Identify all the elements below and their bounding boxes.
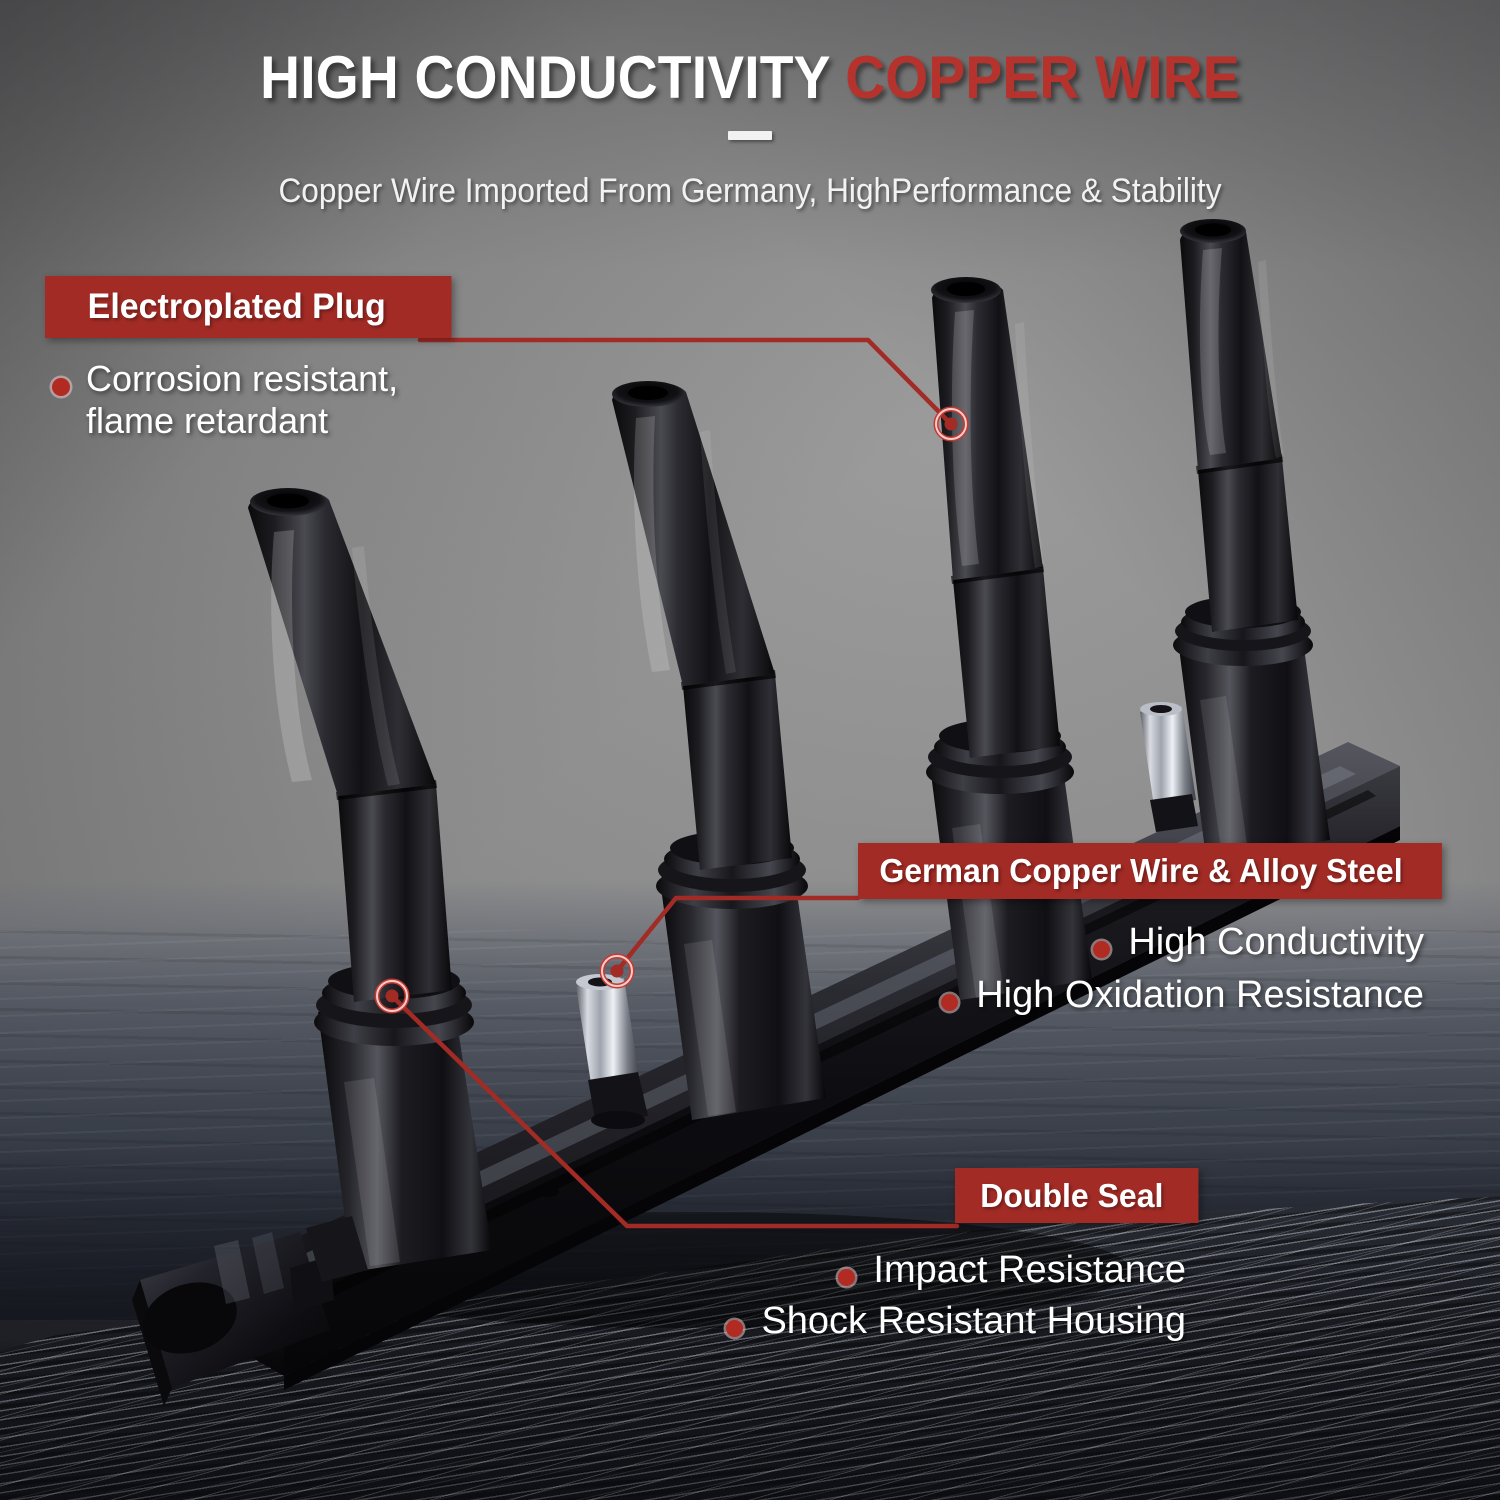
callout-bullets-german: High Conductivity High Oxidation Resista…: [0, 920, 1424, 1026]
leader-line-german: [614, 895, 861, 974]
bullet-text: Impact Resistance: [873, 1249, 1186, 1291]
bullet-row: Shock Resistant Housing: [0, 1299, 1186, 1344]
title-red-part: COPPER WIRE: [845, 44, 1240, 111]
bullet-text: Corrosion resistant,flame retardant: [86, 358, 398, 443]
bullet-dot-icon: [1093, 940, 1111, 958]
marker-dot-electroplated: [933, 406, 969, 442]
title-divider-dash: [728, 131, 772, 140]
bullet-text: Shock Resistant Housing: [761, 1299, 1186, 1342]
bullet-text: High Conductivity: [1128, 921, 1424, 963]
callout-band-electroplated: Electroplated Plug: [45, 276, 452, 338]
bullet-row: Impact Resistance: [0, 1248, 1186, 1293]
callout-label-german: German Copper Wire & Alloy Steel: [879, 852, 1403, 889]
callout-band-german: German Copper Wire & Alloy Steel: [858, 843, 1442, 899]
callout-bullets-double: Impact Resistance Shock Resistant Housin…: [0, 1248, 1186, 1350]
bullet-dot-icon: [726, 1319, 744, 1337]
bullet-row: Corrosion resistant,flame retardant: [52, 358, 398, 443]
callout-band-double: Double Seal: [955, 1168, 1199, 1223]
callout-label-electroplated: Electroplated Plug: [87, 287, 386, 326]
leader-line-electroplated: [417, 337, 954, 427]
bullet-row: High Oxidation Resistance: [0, 973, 1424, 1018]
marker-dot-german: [599, 953, 635, 989]
leader-line-double: [389, 993, 960, 1229]
callout-label-double: Double Seal: [980, 1176, 1164, 1214]
bullet-line-2: flame retardant: [86, 400, 329, 442]
callout-bullets-electroplated: Corrosion resistant,flame retardant: [52, 358, 398, 443]
marker-dot-double: [374, 978, 410, 1014]
bullet-line-1: Corrosion resistant,: [86, 358, 399, 399]
bullet-dot-icon: [52, 377, 70, 396]
bullet-row: High Conductivity: [0, 920, 1424, 965]
title-white-part: HIGH CONDUCTIVITY: [260, 44, 830, 111]
bullet-text: High Oxidation Resistance: [976, 973, 1424, 1016]
bullet-dot-icon: [941, 993, 959, 1011]
page-subtitle: Copper Wire Imported From Germany, HighP…: [278, 172, 1222, 210]
bullet-dot-icon: [838, 1268, 856, 1286]
page-title: HIGH CONDUCTIVITY COPPER WIRE: [60, 46, 1440, 109]
